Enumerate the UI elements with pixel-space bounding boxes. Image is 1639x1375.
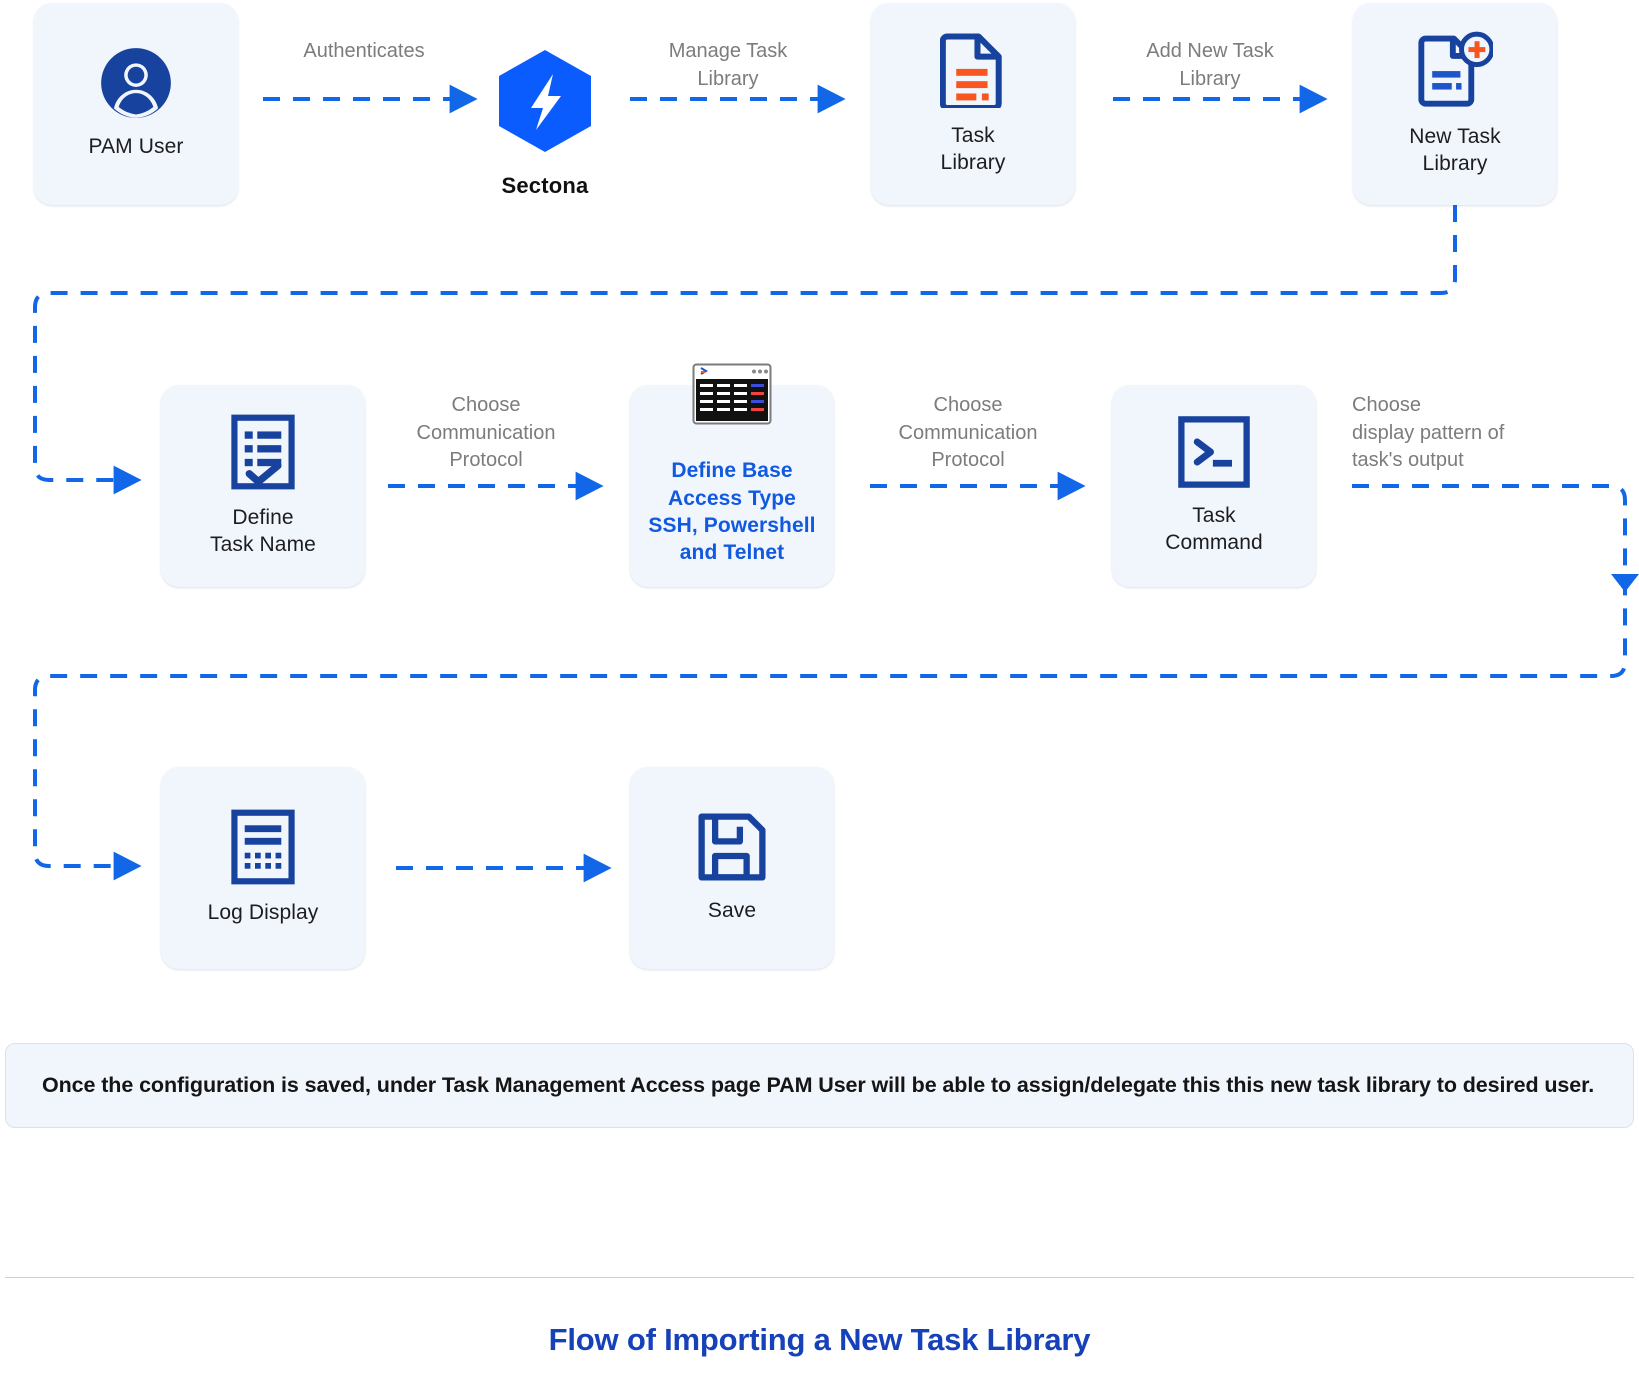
node-define-base-access-type[interactable]: Define Base Access Type SSH, Powershell … [630, 363, 834, 587]
edge-label-choose-display-pattern: Choose display pattern of task's output [1352, 394, 1505, 472]
sectona-logo-icon [495, 48, 595, 159]
node-log-display[interactable]: Log Display [161, 767, 365, 969]
command-prompt-icon [1178, 415, 1250, 488]
node-define-task-name[interactable]: Define Task Name [161, 385, 365, 587]
document-add-icon [1417, 31, 1493, 109]
node-label: PAM User [88, 135, 184, 159]
edge-label-manage-task-library: Manage Task Library [668, 40, 788, 90]
edge-label-choose-protocol-2: Choose Communication Protocol [898, 394, 1038, 472]
edge-label-authenticates: Authenticates [303, 40, 425, 62]
diagram-title: Flow of Importing a New Task Library [548, 1322, 1091, 1357]
note-text: Once the configuration is saved, under T… [42, 1072, 1595, 1097]
node-task-library[interactable]: Task Library [871, 3, 1075, 205]
node-sectona[interactable]: Sectona [480, 48, 610, 199]
node-label: Task Library [940, 123, 1006, 174]
log-report-icon [231, 809, 295, 885]
edge-label-add-new-task-library: Add New Task Library [1146, 40, 1274, 90]
node-task-command[interactable]: Task Command [1112, 385, 1316, 587]
checklist-icon [231, 414, 295, 490]
node-label: Save [707, 899, 757, 923]
node-label: New Task Library [1409, 124, 1501, 175]
node-label: Define Base Access Type SSH, Powershell … [648, 459, 816, 565]
node-new-task-library[interactable]: New Task Library [1353, 3, 1557, 205]
footer-divider [5, 1277, 1634, 1278]
node-label: Task Command [1165, 503, 1263, 554]
user-avatar-icon [100, 47, 172, 119]
note-banner: Once the configuration is saved, under T… [5, 1043, 1634, 1128]
node-label: Log Display [207, 901, 319, 925]
node-label: Define Task Name [210, 505, 316, 556]
node-pam-user[interactable]: PAM User [34, 3, 238, 205]
terminal-window-icon [692, 363, 772, 425]
edge-label-choose-protocol-1: Choose Communication Protocol [416, 394, 556, 472]
document-list-icon [940, 32, 1006, 108]
floppy-disk-icon [696, 811, 768, 883]
node-label: Sectona [501, 173, 589, 198]
node-save[interactable]: Save [630, 767, 834, 969]
edge-mid-down-arrowhead [1611, 574, 1639, 592]
